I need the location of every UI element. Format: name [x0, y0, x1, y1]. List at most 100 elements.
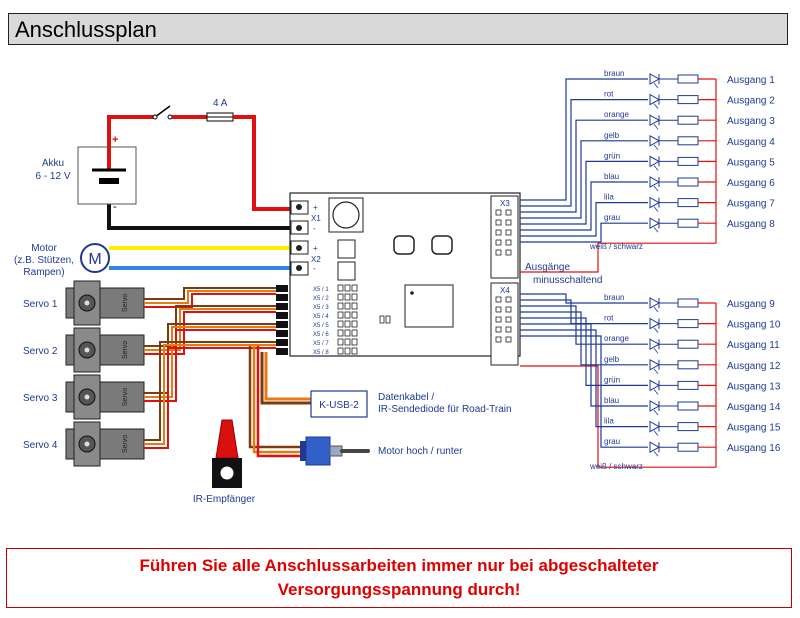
- power-circuit: + - Akku 6 - 12 V 4 A: [35, 98, 296, 230]
- usb-desc-line2: IR-Sendediode für Road-Train: [378, 404, 512, 415]
- led-ray: [653, 165, 659, 171]
- ir-receiver-lens: [219, 465, 235, 481]
- x4-label: X4: [500, 286, 510, 295]
- connector-pin: [505, 336, 512, 343]
- common-plus-return: [520, 365, 716, 468]
- servo-cable: [144, 344, 276, 445]
- wire-color-label: orange: [604, 110, 629, 119]
- x5-pin: [344, 320, 351, 328]
- accessories: K-USB-2 Datenkabel / IR-Sendediode für R…: [193, 346, 512, 505]
- servo-cable: [144, 287, 276, 300]
- connector-pin: [495, 219, 502, 226]
- relay-1: [337, 239, 356, 259]
- x1-label: X1: [311, 214, 321, 223]
- motor-circuit: M Motor (z.B. Stützen, Rampen): [14, 243, 296, 278]
- led-icon: [649, 317, 661, 330]
- output-label: Ausgang 4: [727, 137, 775, 148]
- connector-pin: [505, 219, 512, 226]
- led-icon: [649, 73, 661, 85]
- x5-pin: [337, 293, 344, 301]
- led-ray: [653, 103, 659, 109]
- motor-icon: [80, 243, 110, 273]
- output-label: Ausgang 7: [727, 199, 775, 210]
- x5-pin: [351, 338, 358, 346]
- resistor-icon: [677, 177, 699, 187]
- led-icon: [649, 217, 661, 230]
- jumper-b: [385, 315, 391, 324]
- resistor-icon: [677, 95, 699, 105]
- connector-pin: [505, 209, 512, 216]
- chip-pin1-marker: [410, 291, 414, 295]
- led-icon: [649, 358, 661, 371]
- servo-cable: [144, 341, 276, 441]
- x5-pin: [337, 320, 344, 328]
- plus-wire-left: [107, 115, 155, 170]
- x5-pin-label: X5 / 2: [313, 296, 329, 302]
- x5-pin: [351, 302, 358, 310]
- motor-symbol: M: [88, 251, 101, 268]
- common-plus-return: [520, 242, 716, 273]
- led-ray: [653, 409, 659, 416]
- output-label: Ausgang 15: [727, 423, 781, 434]
- output-label: Ausgang 16: [727, 443, 781, 454]
- motor-label-2: (z.B. Stützen,: [14, 255, 74, 266]
- output-label: Ausgang 14: [727, 402, 781, 413]
- jumper-a: [379, 315, 385, 324]
- x5-pin: [337, 302, 344, 310]
- x5-plug: [276, 303, 288, 310]
- output-label: Ausgang 2: [727, 96, 775, 107]
- resistor-icon: [677, 319, 699, 329]
- led-ray: [653, 206, 659, 212]
- x5-pin: [351, 293, 358, 301]
- output-wire: [520, 140, 648, 219]
- x2-plus-label: +: [313, 244, 318, 253]
- x5-plug: [276, 294, 288, 301]
- switch-cable-orange: [252, 346, 300, 454]
- safety-warning: Führen Sie alle Anschlussarbeiten immer …: [6, 548, 792, 608]
- led-icon: [649, 134, 661, 147]
- wiring-diagram: + - Akku 6 - 12 V 4 A M Motor (z.B. Stüt…: [14, 69, 781, 505]
- minus-wire: [107, 204, 296, 230]
- x5-pin: [344, 293, 351, 301]
- servo-label: Servo 4: [23, 440, 58, 451]
- output-label: Ausgang 6: [727, 178, 775, 189]
- wire-color-label: braun: [604, 293, 624, 302]
- usb-cable-brown: [260, 352, 311, 405]
- servo-axle: [84, 394, 90, 400]
- outputs-group-label: Ausgänge: [525, 262, 570, 273]
- output-label: Ausgang 3: [727, 116, 775, 127]
- board-outline: [289, 192, 521, 357]
- connector-pin: [505, 316, 512, 323]
- x5-plug: [276, 321, 288, 328]
- x5-pin: [337, 284, 344, 292]
- toggle-switch-icon: [305, 436, 331, 466]
- output-wire: [520, 293, 648, 304]
- switch-cable-red: [256, 346, 300, 458]
- x5-pin: [344, 347, 351, 355]
- x5-pin-label: X5 / 6: [313, 332, 329, 338]
- led-ray: [653, 450, 659, 457]
- ir-receiver-label: IR-Empfänger: [193, 494, 256, 505]
- x1-minus-label: -: [313, 224, 316, 233]
- output-wire: [520, 181, 648, 231]
- resistor-icon: [677, 442, 699, 452]
- output-label: Ausgang 12: [727, 361, 781, 372]
- led-ray: [653, 327, 659, 333]
- wire-color-label: blau: [604, 172, 619, 181]
- connector-pin: [505, 296, 512, 303]
- battery-voltage-label: 6 - 12 V: [35, 171, 70, 182]
- output-label: Ausgang 11: [727, 340, 780, 351]
- battery-label: Akku: [42, 158, 64, 169]
- led-ray: [653, 347, 659, 354]
- led-icon: [649, 155, 661, 168]
- led-icon: [649, 297, 661, 309]
- led-icon: [649, 114, 661, 127]
- resistor-icon: [677, 218, 699, 228]
- x4-pin-grid: [495, 296, 512, 343]
- servo-label: Servo 1: [23, 299, 58, 310]
- output-label: Ausgang 8: [727, 219, 775, 230]
- wire-color-label: braun: [604, 69, 624, 78]
- led-ray: [653, 82, 659, 89]
- connector-pin: [495, 239, 502, 246]
- output-label: Ausgang 5: [727, 157, 775, 168]
